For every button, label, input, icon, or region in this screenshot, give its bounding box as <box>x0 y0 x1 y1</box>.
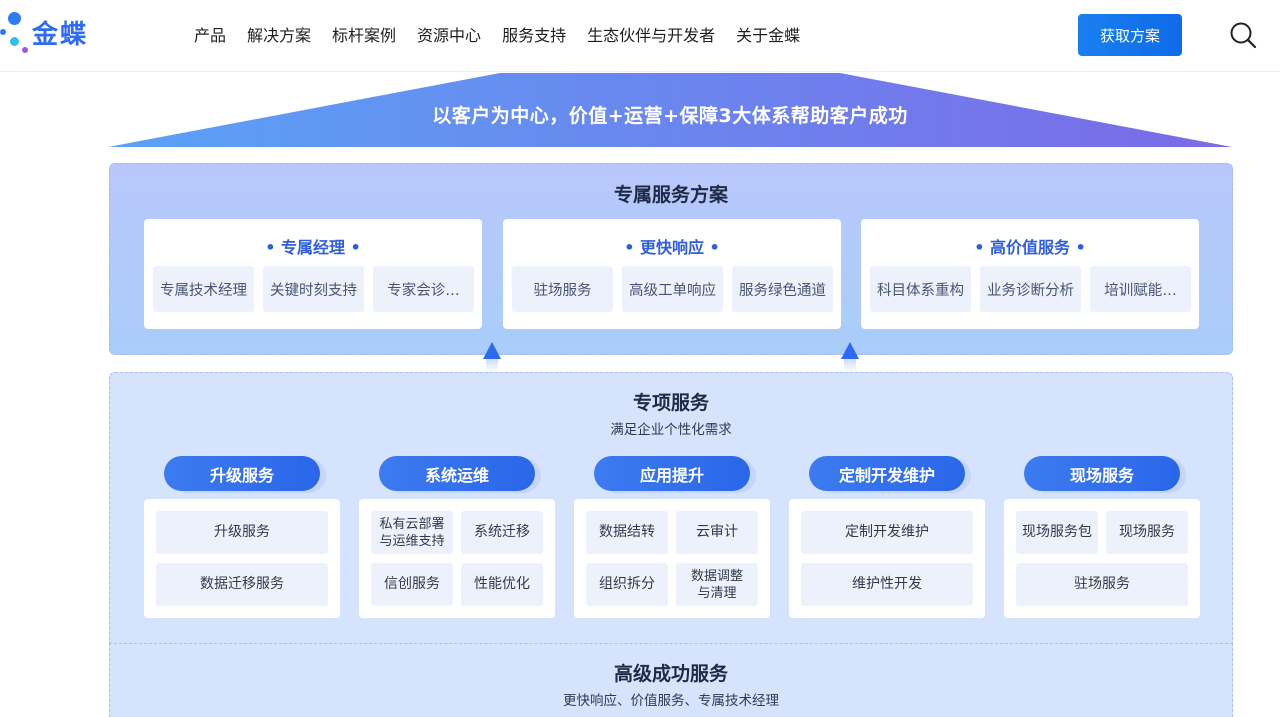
connector-tail-right <box>844 358 856 372</box>
pill-custom-dev[interactable]: 定制开发维护 <box>809 456 965 491</box>
special-service-subtitle: 满足企业个性化需求 <box>610 422 732 438</box>
cell-maintenance-dev[interactable]: 维护性开发 <box>801 563 973 606</box>
search-icon[interactable] <box>1228 20 1258 50</box>
nav-item-products[interactable]: 产品 <box>194 26 227 45</box>
cell-cloud-audit[interactable]: 云审计 <box>676 511 758 554</box>
cell-private-cloud[interactable]: 私有云部署 与运维支持 <box>371 511 453 554</box>
box-system-ops: 私有云部署 与运维支持 系统迁移 信创服务 性能优化 <box>359 499 555 618</box>
card-title: • 高价值服务 • <box>974 238 1086 257</box>
value-banner: 以客户为中心，价值+运营+保障3大体系帮助客户成功 <box>108 73 1232 147</box>
chip-business-diagnosis[interactable]: 业务诊断分析 <box>980 266 1081 312</box>
get-solution-button[interactable]: 获取方案 <box>1078 14 1182 56</box>
cell-upgrade[interactable]: 升级服务 <box>156 511 328 554</box>
cell-data-cleanup[interactable]: 数据调整 与清理 <box>676 563 758 606</box>
cell-org-split[interactable]: 组织拆分 <box>586 563 668 606</box>
advanced-service-panel: 高级成功服务 更快响应、价值服务、专属技术经理 <box>109 643 1233 717</box>
cell-onsite[interactable]: 现场服务 <box>1106 511 1188 554</box>
cell-system-migration[interactable]: 系统迁移 <box>461 511 543 554</box>
nav-item-resources[interactable]: 资源中心 <box>417 26 482 45</box>
chip-green-channel[interactable]: 服务绿色通道 <box>732 266 833 312</box>
chip-advanced-ticket[interactable]: 高级工单响应 <box>622 266 723 312</box>
card-faster-response: • 更快响应 • 驻场服务 高级工单响应 服务绿色通道 <box>503 219 841 329</box>
logo-dot-small <box>0 29 6 35</box>
cell-performance[interactable]: 性能优化 <box>461 563 543 606</box>
nav-item-cases[interactable]: 标杆案例 <box>332 26 397 45</box>
logo-text: 金蝶 <box>32 20 89 50</box>
chip-tech-manager[interactable]: 专属技术经理 <box>153 266 254 312</box>
cell-data-carryover[interactable]: 数据结转 <box>586 511 668 554</box>
kingdee-logo[interactable]: 金蝶 <box>0 6 110 60</box>
arrow-up-icon <box>483 342 501 359</box>
chip-account-restructure[interactable]: 科目体系重构 <box>870 266 971 312</box>
box-custom-dev: 定制开发维护 维护性开发 <box>789 499 985 618</box>
cell-resident-service[interactable]: 驻场服务 <box>1016 563 1188 606</box>
site-header: 金蝶 产品 解决方案 标杆案例 资源中心 服务支持 生态伙伴与开发者 关于金蝶 … <box>0 0 1280 72</box>
box-app-improve: 数据结转 云审计 组织拆分 数据调整 与清理 <box>574 499 770 618</box>
logo-dot-purple <box>22 47 28 53</box>
cell-data-migration[interactable]: 数据迁移服务 <box>156 563 328 606</box>
card-dedicated-manager: • 专属经理 • 专属技术经理 关键时刻支持 专家会诊… <box>144 219 482 329</box>
cell-xinchuang[interactable]: 信创服务 <box>371 563 453 606</box>
cell-custom-dev[interactable]: 定制开发维护 <box>801 511 973 554</box>
arrow-up-icon <box>841 342 859 359</box>
box-onsite-service: 现场服务包 现场服务 驻场服务 <box>1004 499 1200 618</box>
card-title: • 更快响应 • <box>624 238 720 257</box>
banner-title: 以客户为中心，价值+运营+保障3大体系帮助客户成功 <box>432 105 908 127</box>
nav-item-solutions[interactable]: 解决方案 <box>247 26 312 45</box>
pill-app-improve[interactable]: 应用提升 <box>594 456 750 491</box>
chip-expert-consult[interactable]: 专家会诊… <box>373 266 474 312</box>
pill-onsite-service[interactable]: 现场服务 <box>1024 456 1180 491</box>
advanced-service-title: 高级成功服务 <box>613 663 728 685</box>
chip-onsite-service[interactable]: 驻场服务 <box>512 266 613 312</box>
card-high-value: • 高价值服务 • 科目体系重构 业务诊断分析 培训赋能… <box>861 219 1199 329</box>
nav-item-about[interactable]: 关于金蝶 <box>736 26 801 45</box>
box-upgrade-service: 升级服务 数据迁移服务 <box>144 499 340 618</box>
chip-training[interactable]: 培训赋能… <box>1090 266 1191 312</box>
pill-system-ops[interactable]: 系统运维 <box>379 456 535 491</box>
logo-dot-blue <box>8 12 21 25</box>
connector-tail-left <box>486 358 498 372</box>
special-service-panel: 专项服务 满足企业个性化需求 升级服务 升级服务 数据迁移服务 系统运维 私有云… <box>109 372 1233 644</box>
cell-onsite-package[interactable]: 现场服务包 <box>1016 511 1098 554</box>
card-title: • 专属经理 • <box>265 238 361 257</box>
special-service-title: 专项服务 <box>632 392 709 414</box>
main-nav: 产品 解决方案 标杆案例 资源中心 服务支持 生态伙伴与开发者 关于金蝶 <box>194 22 800 46</box>
pill-upgrade-service[interactable]: 升级服务 <box>164 456 320 491</box>
chip-critical-support[interactable]: 关键时刻支持 <box>263 266 364 312</box>
banner-roof-shape <box>108 73 1232 147</box>
logo-dot-cyan <box>10 37 19 46</box>
nav-item-partners[interactable]: 生态伙伴与开发者 <box>587 26 716 45</box>
advanced-service-subtitle: 更快响应、价值服务、专属技术经理 <box>563 693 779 709</box>
nav-item-support[interactable]: 服务支持 <box>502 26 567 45</box>
dedicated-service-title: 专属服务方案 <box>613 184 728 206</box>
dedicated-service-panel: 专属服务方案 • 专属经理 • 专属技术经理 关键时刻支持 专家会诊… • 更快… <box>109 163 1233 355</box>
